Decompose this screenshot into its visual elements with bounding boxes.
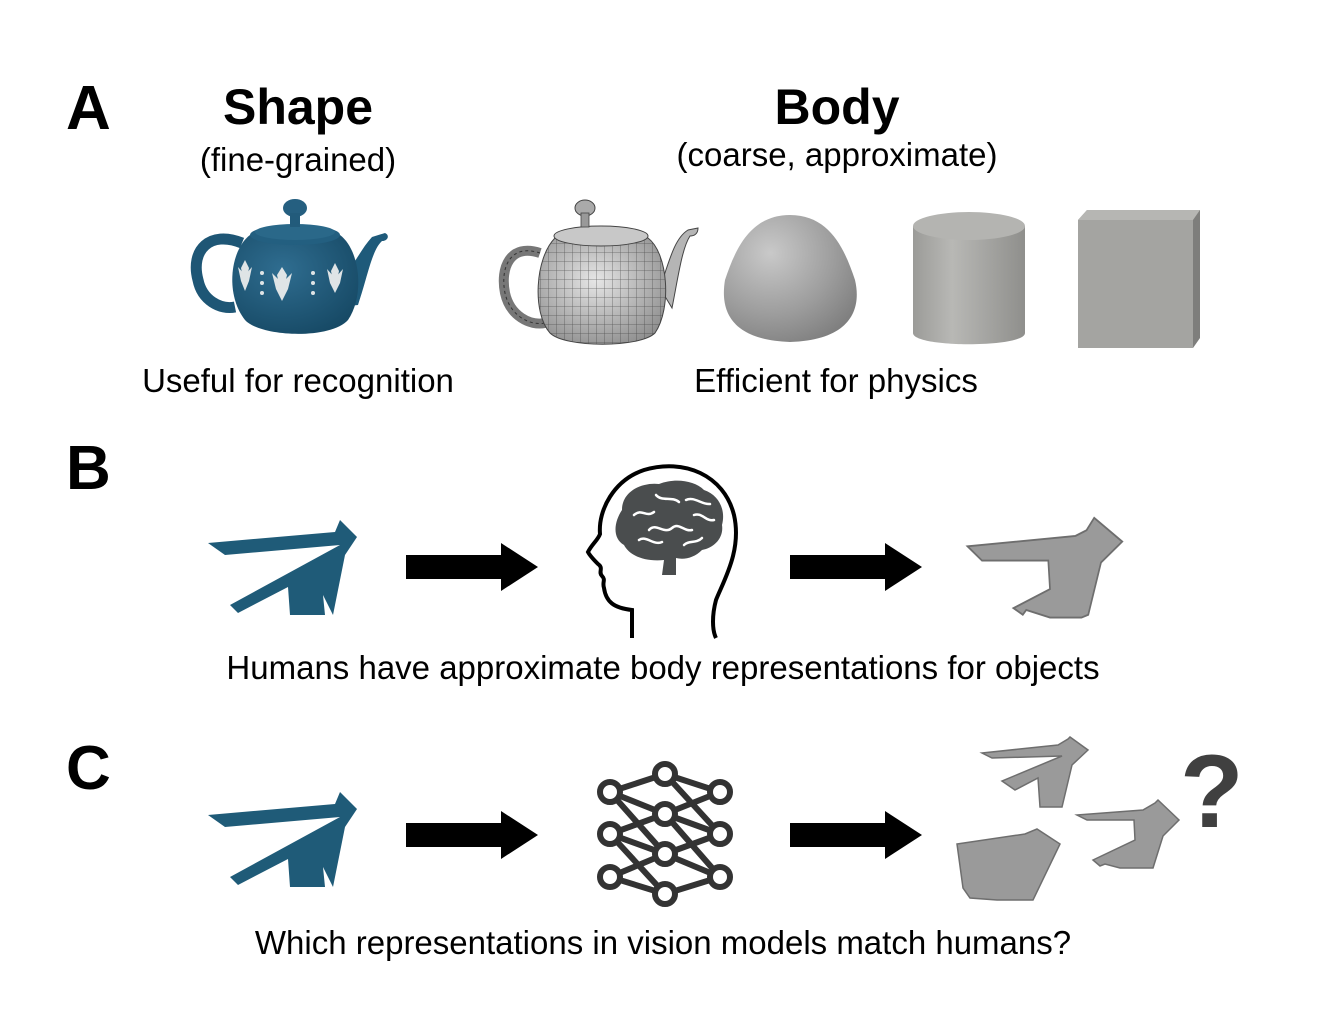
- body-subtitle: (coarse, approximate): [676, 136, 998, 173]
- arrow-right-icon: [406, 811, 538, 859]
- candidate-shape-1: [979, 736, 1090, 808]
- arrow-right-icon: [790, 543, 922, 591]
- shape-title: Shape: [222, 79, 374, 135]
- panel-b-label: B: [66, 434, 111, 503]
- body-title: Body: [774, 79, 900, 135]
- body-caption: Efficient for physics: [694, 362, 978, 399]
- panel-c-label: C: [66, 734, 111, 803]
- panel-b-caption: Humans have approximate body representat…: [226, 649, 1100, 686]
- shape-caption: Useful for recognition: [142, 362, 454, 399]
- blue-object-shape: [208, 520, 357, 615]
- cylinder-body-image: [913, 212, 1025, 345]
- approximate-body-shape: [965, 516, 1124, 619]
- human-brain-icon: [585, 464, 738, 639]
- shape-subtitle: (fine-grained): [199, 141, 397, 178]
- arrow-right-icon: [406, 543, 538, 591]
- wireframe-teapot-image: [498, 199, 699, 345]
- blue-object-shape: [208, 792, 357, 887]
- egg-body-image: [723, 215, 857, 342]
- decorated-teapot-image: [190, 199, 388, 334]
- panel-c-caption: Which representations in vision models m…: [254, 924, 1072, 961]
- neural-network-icon: [597, 761, 733, 907]
- candidate-shape-2: [956, 828, 1061, 901]
- candidate-shape-3: [1074, 798, 1181, 869]
- arrow-right-icon: [790, 811, 922, 859]
- question-mark-icon: ?: [1180, 734, 1244, 850]
- box-body-image: [1078, 210, 1200, 348]
- panel-a-label: A: [66, 74, 111, 143]
